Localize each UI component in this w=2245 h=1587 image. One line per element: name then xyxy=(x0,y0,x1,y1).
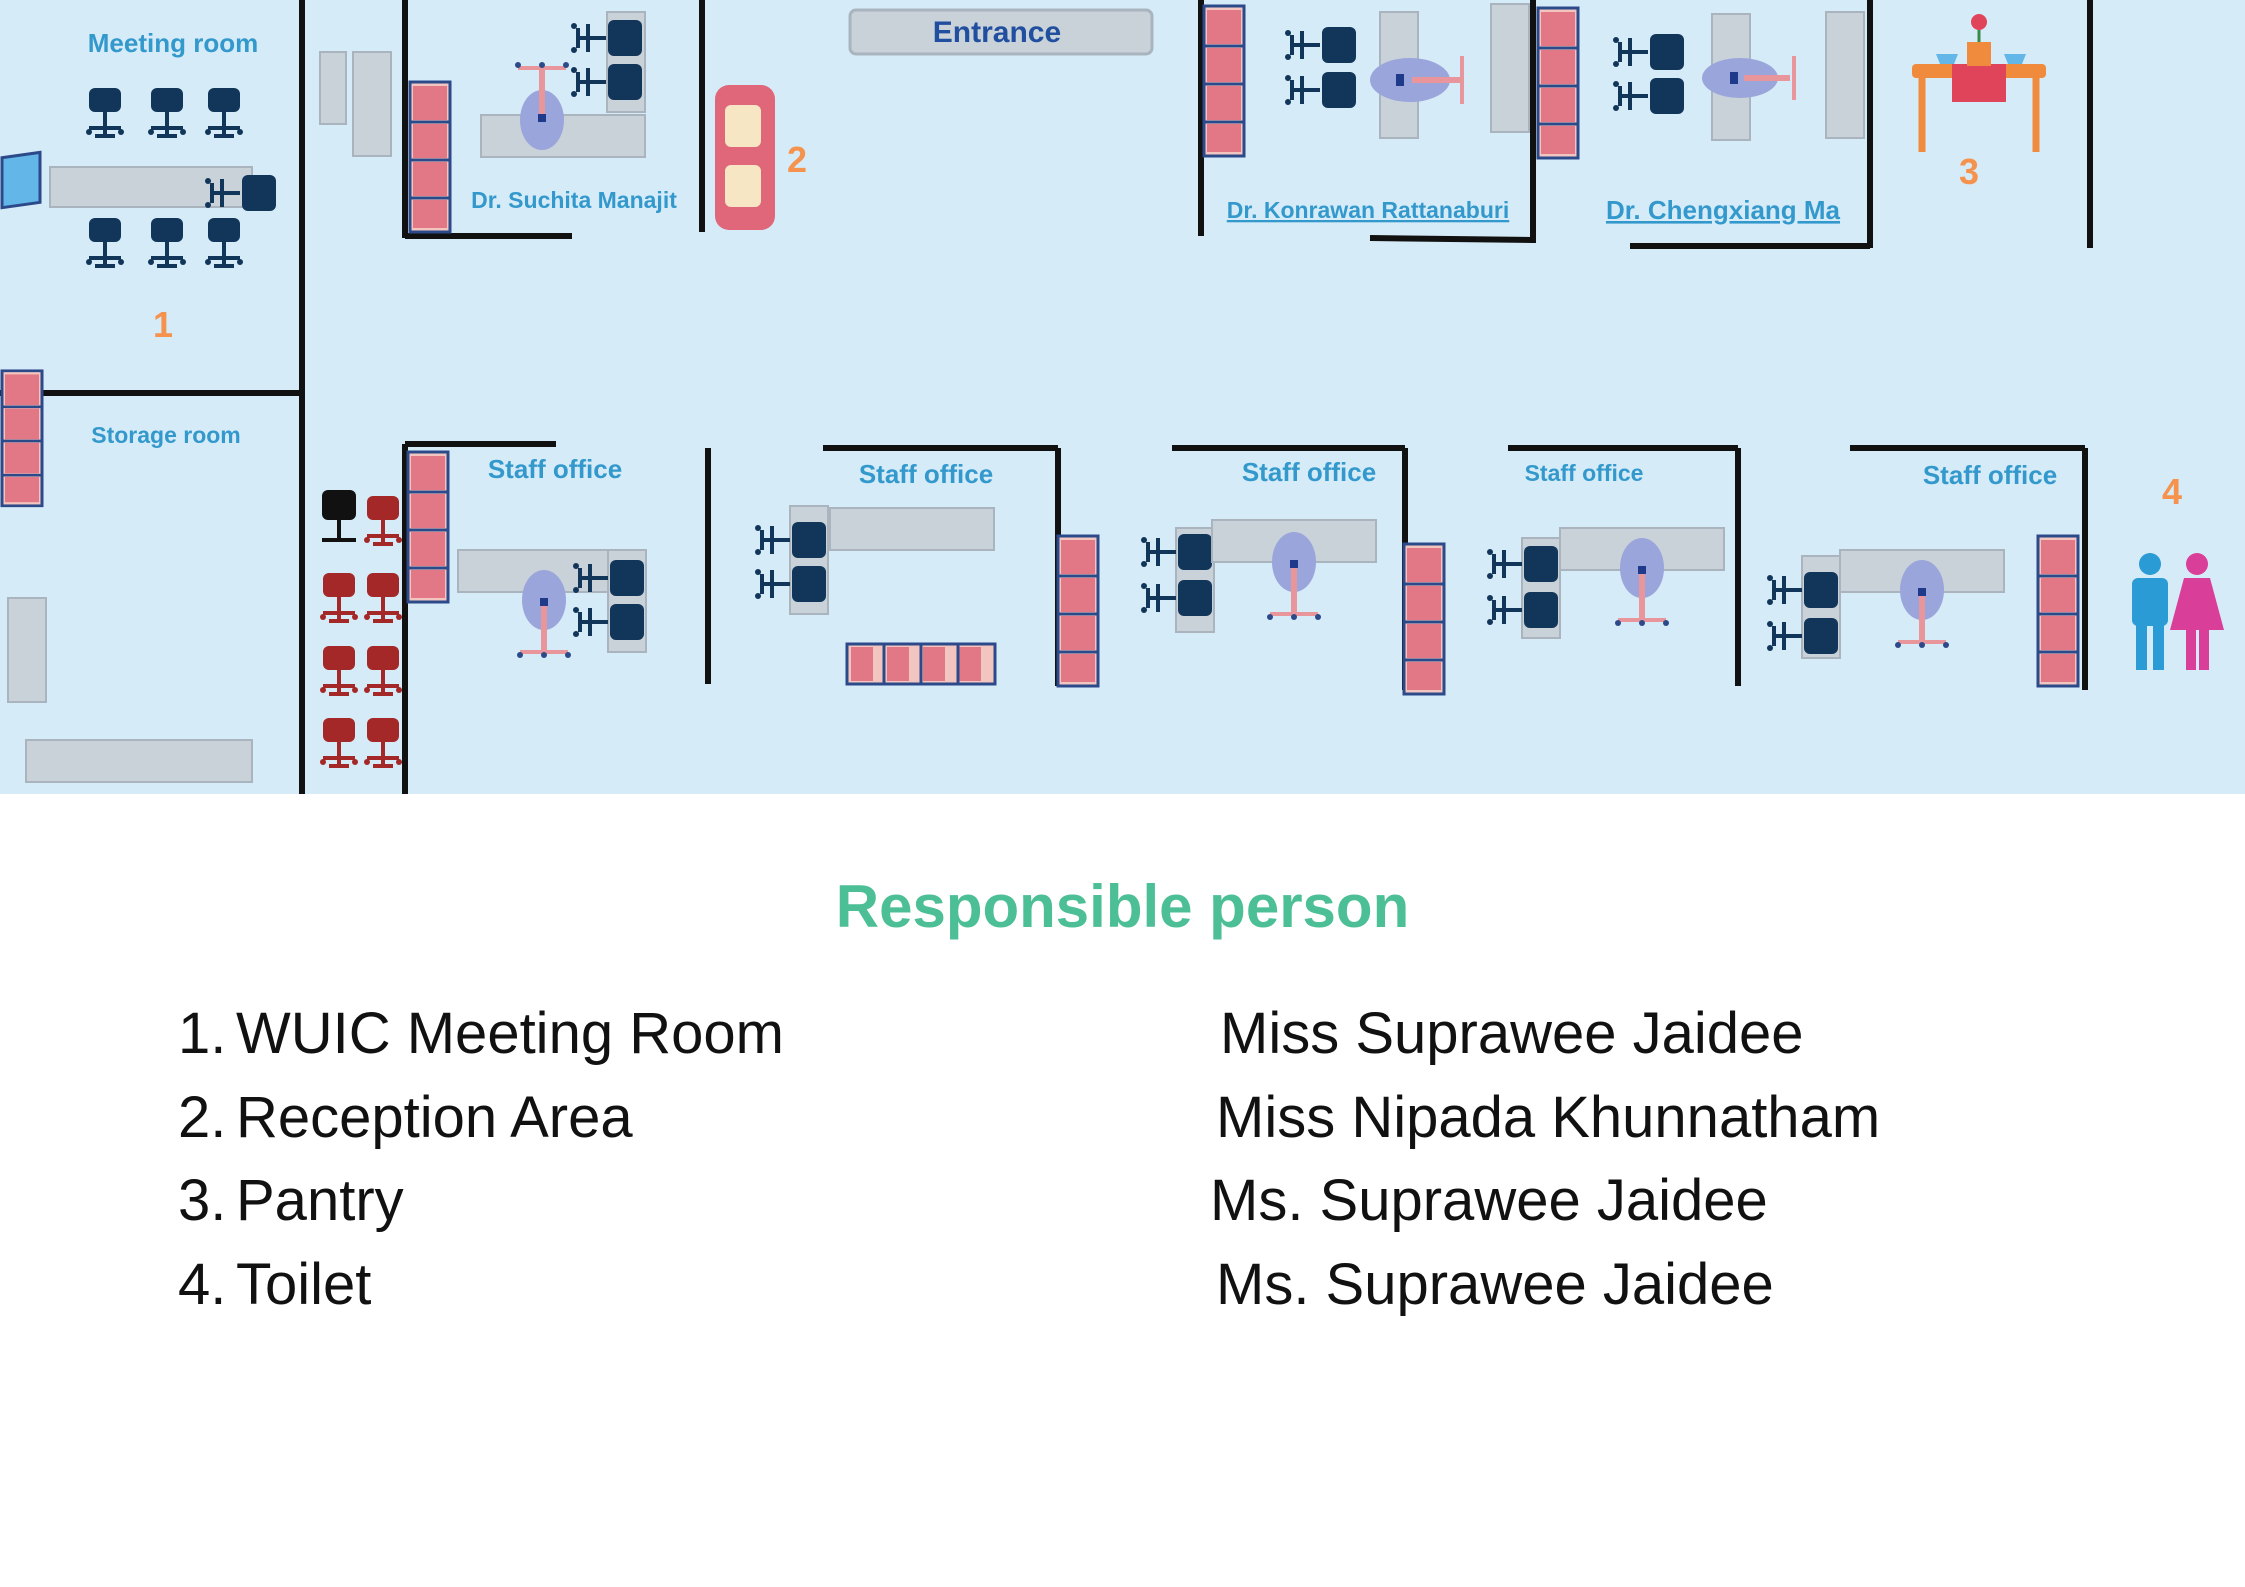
legend-number: 1. xyxy=(178,1001,227,1066)
legend-number: 2. xyxy=(178,1085,227,1150)
legend-person: Ms. Suprawee Jaidee xyxy=(1210,1168,1768,1233)
storage-room-label: Storage room xyxy=(91,422,241,448)
marker-3: 3 xyxy=(1959,151,1979,192)
office-suchita-label: Dr. Suchita Manajit xyxy=(471,187,677,213)
walls xyxy=(0,0,2093,794)
legend-item: Reception Area xyxy=(236,1085,633,1150)
marker-2: 2 xyxy=(787,139,807,180)
screen-icon xyxy=(0,150,42,210)
legend-item: Toilet xyxy=(236,1252,372,1317)
staff-office-1-furniture xyxy=(406,450,647,658)
staff-office-3-label: Staff office xyxy=(1242,457,1376,487)
legend-person: Ms. Suprawee Jaidee xyxy=(1216,1252,1774,1317)
storage-furniture xyxy=(0,369,253,783)
staff-office-2-label: Staff office xyxy=(859,459,993,489)
entrance-label: Entrance xyxy=(933,16,1061,49)
staff-office-1-label: Staff office xyxy=(488,454,622,484)
staff-office-4-furniture xyxy=(1485,527,1725,639)
floor-plan: Meeting room 1 Storage room xyxy=(0,0,2245,794)
meeting-room-label: Meeting room xyxy=(88,28,258,58)
legend-number: 3. xyxy=(178,1168,227,1233)
staff-office-3-furniture xyxy=(1139,519,1446,696)
marker-1: 1 xyxy=(153,304,173,345)
office-chengxiang-furniture xyxy=(1536,6,1865,160)
office-konrawan-furniture xyxy=(1202,3,1530,158)
staff-office-4-label: Staff office xyxy=(1525,460,1644,486)
office-chengxiang-label: Dr. Chengxiang Ma xyxy=(1606,195,1841,225)
cabinet xyxy=(319,51,392,157)
legend-row: 1. WUIC Meeting Room Miss Suprawee Jaide… xyxy=(0,1000,2245,1084)
office-konrawan-label: Dr. Konrawan Rattanaburi xyxy=(1227,197,1509,223)
marker-4: 4 xyxy=(2162,471,2182,512)
waiting-chairs xyxy=(318,490,404,770)
legend-item: Pantry xyxy=(236,1168,404,1233)
staff-office-2-furniture xyxy=(753,505,1100,688)
meeting-table xyxy=(49,166,253,208)
legend-item: WUIC Meeting Room xyxy=(236,1001,784,1066)
legend-title: Responsible person xyxy=(835,873,1410,940)
legend-person: Miss Nipada Khunnatham xyxy=(1216,1085,1881,1150)
office-suchita-furniture xyxy=(408,11,646,234)
legend-row: 4. Toilet Ms. Suprawee Jaidee xyxy=(0,1251,2245,1335)
entrance-sign: Entrance xyxy=(848,8,1154,56)
pantry-table-icon xyxy=(1912,14,2046,152)
legend-person: Miss Suprawee Jaidee xyxy=(1220,1001,1804,1066)
legend-row: 2. Reception Area Miss Nipada Khunnatham xyxy=(0,1084,2245,1168)
toilet-icon xyxy=(2132,553,2224,670)
staff-office-5-furniture xyxy=(1765,534,2080,688)
staff-office-5-label: Staff office xyxy=(1923,460,2057,490)
legend-row: 3. Pantry Ms. Suprawee Jaidee xyxy=(0,1167,2245,1251)
sofa-icon xyxy=(715,85,775,230)
legend-number: 4. xyxy=(178,1252,227,1317)
